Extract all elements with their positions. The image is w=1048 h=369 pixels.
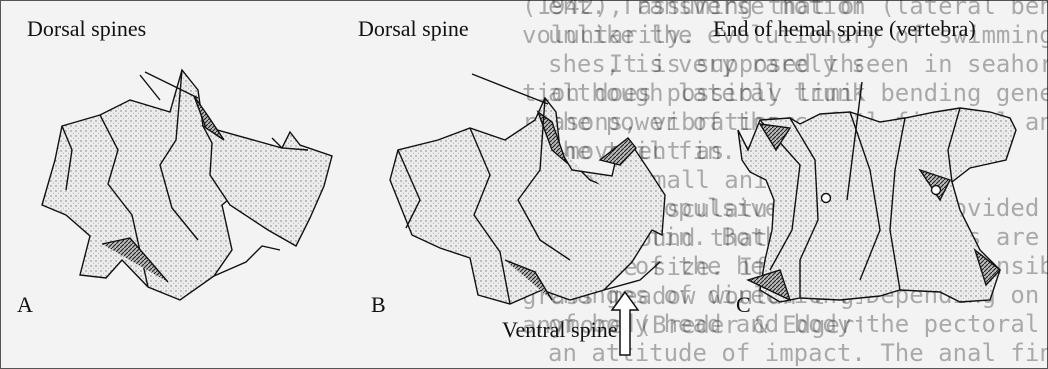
panel-b-drawing bbox=[390, 74, 665, 304]
panel-label-b: B bbox=[371, 292, 386, 318]
label-ventral-spine: Ventral spine bbox=[502, 317, 617, 343]
panel-label-c: C bbox=[736, 292, 751, 318]
label-dorsal-spine: Dorsal spine bbox=[358, 16, 469, 42]
panel-c-drawing bbox=[738, 108, 1016, 302]
label-end-of-hemal-spine: End of hemal spine (vertebra) bbox=[713, 16, 976, 42]
label-dorsal-spines: Dorsal spines bbox=[27, 16, 146, 42]
panel-label-a: A bbox=[17, 292, 33, 318]
panel-a-drawing bbox=[42, 70, 332, 300]
